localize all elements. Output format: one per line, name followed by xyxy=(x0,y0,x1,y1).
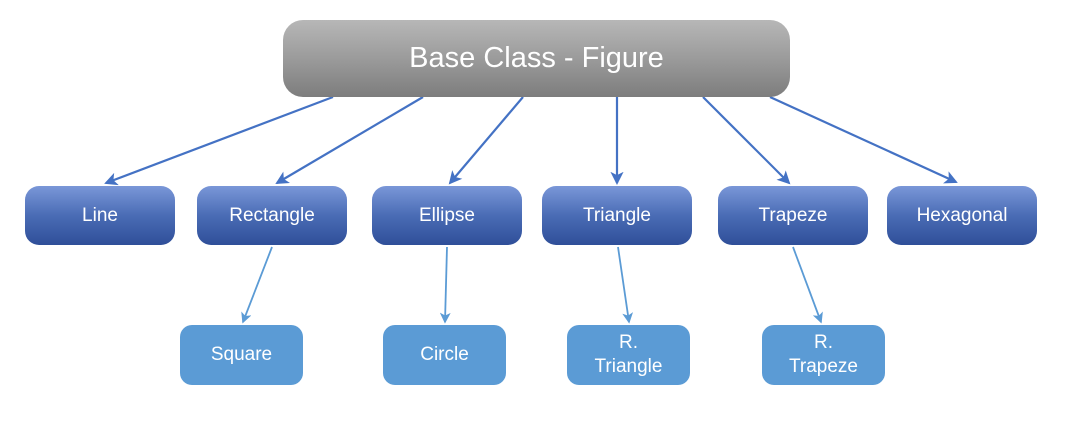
node-square-label: Square xyxy=(210,344,273,366)
node-circle[interactable]: Circle xyxy=(383,325,506,385)
node-base-class-label: Base Class - Figure xyxy=(409,42,664,75)
edge-base-hexagonal xyxy=(769,95,958,184)
node-hexagonal[interactable]: Hexagonal xyxy=(887,186,1037,245)
edge-base-rectangle xyxy=(275,96,424,185)
node-triangle[interactable]: Triangle xyxy=(542,186,692,245)
node-r-trapeze[interactable]: R. Trapeze xyxy=(762,325,885,385)
node-line-label: Line xyxy=(82,204,118,226)
node-circle-label: Circle xyxy=(420,344,469,366)
node-base-class[interactable]: Base Class - Figure xyxy=(283,20,790,97)
node-ellipse[interactable]: Ellipse xyxy=(372,186,522,245)
node-rectangle-label: Rectangle xyxy=(229,204,315,226)
node-hexagonal-label: Hexagonal xyxy=(916,204,1008,226)
node-square[interactable]: Square xyxy=(180,325,303,385)
node-r-triangle-label: R. Triangle xyxy=(594,332,663,377)
node-r-triangle[interactable]: R. Triangle xyxy=(567,325,690,385)
node-line[interactable]: Line xyxy=(25,186,175,245)
node-r-trapeze-label: R. Trapeze xyxy=(789,332,858,377)
edge-ellipse-circle xyxy=(439,246,451,324)
edge-trapeze-r_trapeze xyxy=(792,246,823,324)
edge-base-line xyxy=(104,95,334,186)
edge-triangle-r_triangle xyxy=(617,246,634,324)
edge-rectangle-square xyxy=(241,246,273,324)
node-triangle-label: Triangle xyxy=(583,204,651,226)
node-trapeze-label: Trapeze xyxy=(758,204,828,226)
edge-base-trapeze xyxy=(702,96,791,185)
node-trapeze[interactable]: Trapeze xyxy=(718,186,868,245)
node-ellipse-label: Ellipse xyxy=(419,204,475,226)
edge-base-ellipse xyxy=(448,96,524,185)
node-rectangle[interactable]: Rectangle xyxy=(197,186,347,245)
